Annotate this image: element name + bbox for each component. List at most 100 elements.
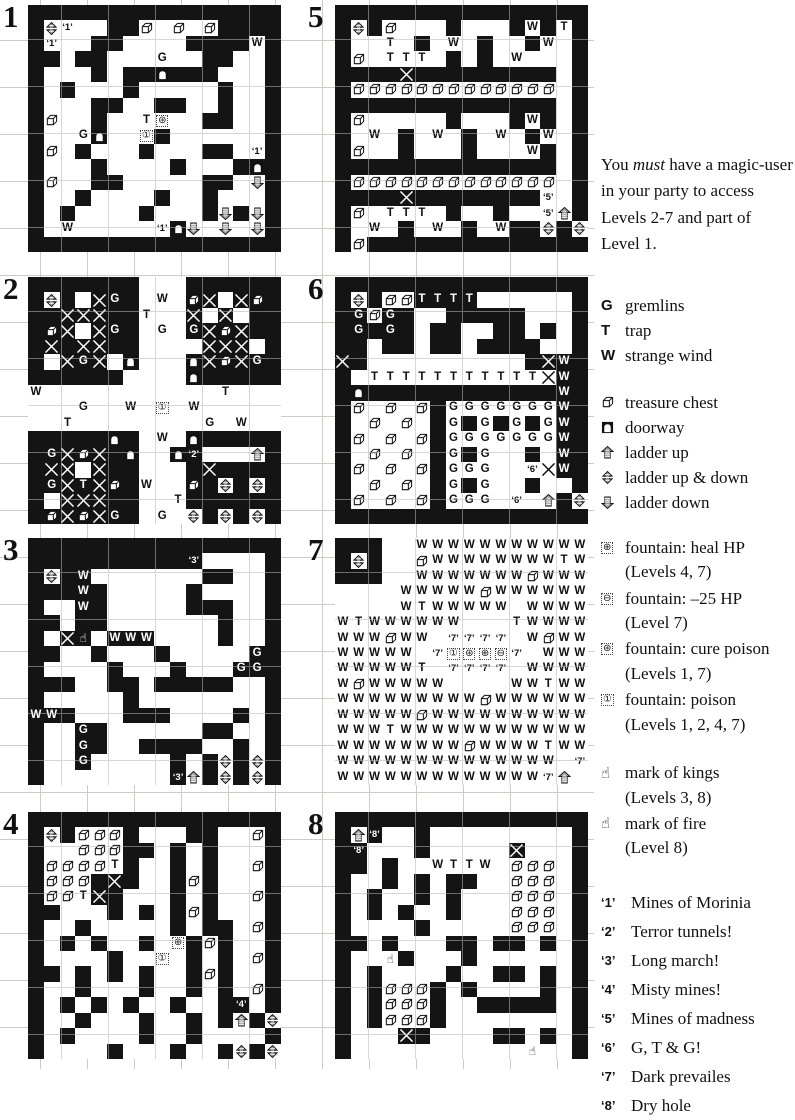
map-cell xyxy=(170,584,186,600)
wall-cell xyxy=(43,431,60,447)
wind-letter: W xyxy=(77,569,89,582)
map-cell: W xyxy=(492,553,509,569)
map-cell xyxy=(170,827,186,843)
ladder-down-icon xyxy=(187,222,201,236)
map-cell: T xyxy=(445,369,462,386)
wall-cell xyxy=(75,981,92,998)
map-cell xyxy=(524,307,541,324)
map-cell xyxy=(138,277,155,293)
map-cell: W xyxy=(75,584,92,600)
wall-cell xyxy=(508,221,525,237)
wall-cell xyxy=(382,97,399,114)
map-cell xyxy=(508,1043,525,1059)
map-cell xyxy=(461,1012,478,1029)
map-cell xyxy=(366,477,383,494)
map-cell xyxy=(106,935,123,951)
treasure-chest-icon xyxy=(78,844,89,856)
map-cell xyxy=(43,159,60,175)
map-cell: W xyxy=(508,553,525,569)
map-cell xyxy=(366,1028,383,1044)
map-cell: W xyxy=(508,723,525,739)
map-cell: T xyxy=(382,51,399,67)
map-cell xyxy=(249,966,265,982)
map-cell xyxy=(508,873,525,890)
map-cell xyxy=(429,354,446,370)
map-cell xyxy=(59,159,76,175)
wall-cell xyxy=(335,174,351,191)
map-cell xyxy=(398,35,414,52)
trap-letter: T xyxy=(544,677,552,690)
map-cell xyxy=(233,400,250,416)
map-cell xyxy=(59,920,76,936)
wind-letter: W xyxy=(479,755,491,768)
map-cell xyxy=(185,113,202,129)
wall-cell xyxy=(201,5,218,21)
trap-letter: T xyxy=(418,600,426,613)
map-cell xyxy=(59,174,76,191)
legend-label: Terror tunnels! xyxy=(631,921,733,941)
wall-cell xyxy=(185,935,202,951)
wind-letter: W xyxy=(448,755,459,768)
wind-letter: W xyxy=(542,538,554,551)
map-cell xyxy=(91,385,107,401)
map-cell xyxy=(170,981,186,998)
level-tag-label: ‘7’ xyxy=(574,756,586,768)
map-cell xyxy=(461,323,478,339)
wind-letter: W xyxy=(432,616,444,629)
ladder-up-icon xyxy=(250,448,264,461)
map-cell xyxy=(170,354,186,370)
map-cell xyxy=(382,568,399,585)
map-cell xyxy=(429,205,446,222)
wind-letter: W xyxy=(400,600,412,613)
wall-cell xyxy=(524,385,541,401)
wall-cell xyxy=(429,415,446,432)
gremlin-letter: G xyxy=(512,416,522,429)
wind-letter: W xyxy=(527,708,538,721)
wall-cell xyxy=(264,615,281,631)
map-cell: W xyxy=(556,369,572,386)
map-cell xyxy=(91,858,107,874)
wall-cell xyxy=(429,97,446,114)
wall-cell xyxy=(429,338,446,355)
map-cell xyxy=(154,307,171,324)
map-cell xyxy=(154,385,171,401)
map-cell xyxy=(43,754,60,770)
map-cell xyxy=(556,754,572,770)
wall-cell xyxy=(461,415,478,432)
map-cell xyxy=(249,754,265,770)
level-1-number: 1 xyxy=(3,0,19,34)
gremlin-letter: G xyxy=(480,478,490,491)
wall-cell xyxy=(508,997,525,1013)
map-cell xyxy=(154,827,171,843)
x-mark-icon xyxy=(92,293,106,307)
ladder-up-down-icon xyxy=(601,471,614,485)
wind-letter: W xyxy=(337,693,349,706)
map-cell xyxy=(91,323,107,339)
map-cell xyxy=(106,997,123,1013)
map-cell xyxy=(571,493,588,509)
wind-letter: W xyxy=(542,600,554,613)
map-cell xyxy=(366,354,383,370)
ladder-up-down-icon xyxy=(542,222,555,236)
wall-cell xyxy=(201,508,218,524)
wall-cell xyxy=(43,812,60,828)
map-cell xyxy=(233,935,250,951)
wall-cell xyxy=(28,661,44,677)
map-cell: W xyxy=(335,630,351,647)
wall-cell xyxy=(59,292,76,308)
wall-cell xyxy=(43,676,60,693)
wall-cell xyxy=(335,462,351,478)
map-cell xyxy=(249,599,265,616)
map-cell xyxy=(477,1043,493,1059)
map-cell xyxy=(59,615,76,631)
wind-letter: W xyxy=(448,616,459,629)
map-cell: W xyxy=(571,661,588,677)
map-cell: W xyxy=(350,646,367,662)
wall-cell xyxy=(91,538,107,554)
wind-letter: W xyxy=(479,724,491,737)
wall-cell xyxy=(477,338,493,355)
map-cell xyxy=(413,981,430,998)
wall-cell xyxy=(461,873,478,890)
level-tag-label: ‘7’ xyxy=(448,632,459,644)
